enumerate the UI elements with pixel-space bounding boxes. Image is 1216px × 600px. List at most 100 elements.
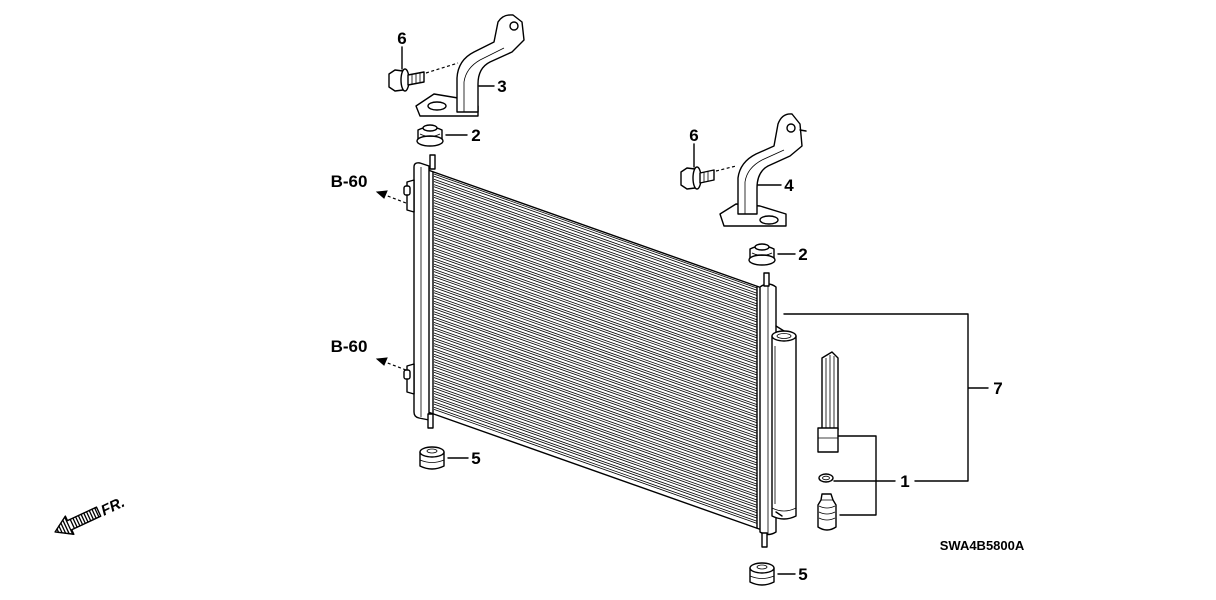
left-tank xyxy=(413,162,430,421)
lower-cushion xyxy=(749,562,775,586)
receiver-body xyxy=(771,336,797,520)
callout-label: 6 xyxy=(689,126,698,145)
receiver-top xyxy=(771,330,797,342)
flange-bolt xyxy=(388,62,459,92)
receiver-cap xyxy=(776,333,792,339)
desiccant-cap xyxy=(817,427,839,453)
reference-arrow-line xyxy=(384,194,407,204)
condenser-tube xyxy=(433,385,758,503)
rubber-mount-ridge xyxy=(751,252,773,256)
callout-label: 5 xyxy=(798,565,807,584)
rubber-mount-base xyxy=(416,135,444,147)
reference-b60: B-60 xyxy=(331,172,407,204)
reference-arrow-line xyxy=(384,361,407,371)
condenser-tube xyxy=(433,406,758,524)
condenser-tube xyxy=(433,401,758,519)
condenser-tube xyxy=(433,258,758,376)
condenser-tube xyxy=(433,364,758,482)
condenser-tube xyxy=(433,279,758,397)
condenser-tube xyxy=(433,300,758,418)
front-direction-arrow: FR. xyxy=(54,494,127,535)
mounting-pin xyxy=(427,413,434,429)
condenser-tube xyxy=(433,322,758,439)
condenser-tube xyxy=(433,369,758,487)
front-direction-label: FR. xyxy=(98,494,127,520)
reference-b60: B-60 xyxy=(331,337,407,371)
condenser-tube xyxy=(433,353,758,471)
rubber-mount xyxy=(748,243,776,266)
reference-label: B-60 xyxy=(331,172,368,191)
o-ring-inner xyxy=(822,475,830,481)
condenser-tube xyxy=(433,316,758,434)
cushion-ridge xyxy=(749,575,775,579)
condenser-tube xyxy=(433,173,758,291)
reference-arrow-head xyxy=(375,190,388,199)
condenser-tube xyxy=(433,284,758,402)
rubber-mount xyxy=(416,124,444,147)
callout-label: 5 xyxy=(471,449,480,468)
condenser-tube xyxy=(433,263,758,381)
side-clip-tab xyxy=(403,185,411,196)
condenser-tube xyxy=(433,290,758,408)
callout-label: 2 xyxy=(798,245,807,264)
upper-bracket-right xyxy=(719,113,807,227)
bracket-bend-line xyxy=(463,47,505,112)
callout-label: 3 xyxy=(497,77,506,96)
rubber-mount-top xyxy=(422,124,438,132)
callout-label: 1 xyxy=(900,472,909,491)
receiver-dryer xyxy=(771,325,797,520)
cushion-ridge xyxy=(419,459,445,463)
condenser xyxy=(403,154,777,548)
o-ring xyxy=(818,473,834,483)
condenser-tube xyxy=(433,221,758,339)
condenser-tube xyxy=(433,359,758,477)
cushion-top xyxy=(749,562,775,574)
condenser-tube xyxy=(433,178,758,296)
side-clip-tab xyxy=(403,369,411,380)
cushion-hole xyxy=(426,448,438,454)
condenser-tube xyxy=(433,311,758,429)
receiver-connector xyxy=(775,325,785,517)
condenser-tube xyxy=(433,205,758,323)
cushion-top xyxy=(419,446,445,458)
condenser-tubes xyxy=(433,173,758,524)
condenser-tube xyxy=(433,269,758,386)
bracket-hole xyxy=(786,123,796,133)
bracket-bend-line xyxy=(744,149,785,214)
condenser-tube xyxy=(433,306,758,424)
filter-plug-ridges xyxy=(818,499,836,521)
condenser-tube xyxy=(433,253,758,371)
o-ring-outer xyxy=(818,473,834,483)
callout-label: 4 xyxy=(784,176,794,195)
condenser-tube xyxy=(433,343,758,461)
assembly-line xyxy=(425,62,459,74)
side-clip xyxy=(406,179,415,213)
condenser-tube xyxy=(433,237,758,355)
bolt-shank xyxy=(699,169,715,184)
upper-bracket-left xyxy=(415,14,525,117)
rubber-mount-base xyxy=(748,254,776,266)
bracket-hole xyxy=(427,101,447,111)
condenser-tube xyxy=(433,375,758,492)
condenser-tube xyxy=(433,189,758,307)
reference-arrow-head xyxy=(375,357,388,366)
filter-plug xyxy=(817,493,837,531)
desiccant-bag xyxy=(817,351,839,453)
cushion-hole xyxy=(756,564,768,570)
rubber-mount-top xyxy=(754,243,770,251)
condenser-tube xyxy=(433,242,758,360)
assembly-line xyxy=(715,165,737,172)
condenser-tube xyxy=(433,380,758,498)
condenser-tube xyxy=(433,295,758,413)
mounting-pin xyxy=(763,272,770,287)
callouts: 6 3 2 6 4 2 7 1 5 5 xyxy=(397,29,1002,584)
front-arrow-hatch xyxy=(56,507,100,535)
bracket-hole xyxy=(509,21,519,31)
condenser-tube xyxy=(433,337,758,455)
diagram-code: SWA4B5800A xyxy=(940,538,1025,553)
condenser-tube xyxy=(433,216,758,333)
receiver-bottom-seam xyxy=(771,346,797,512)
condenser-tube xyxy=(433,348,758,466)
condenser-tube xyxy=(433,327,758,445)
